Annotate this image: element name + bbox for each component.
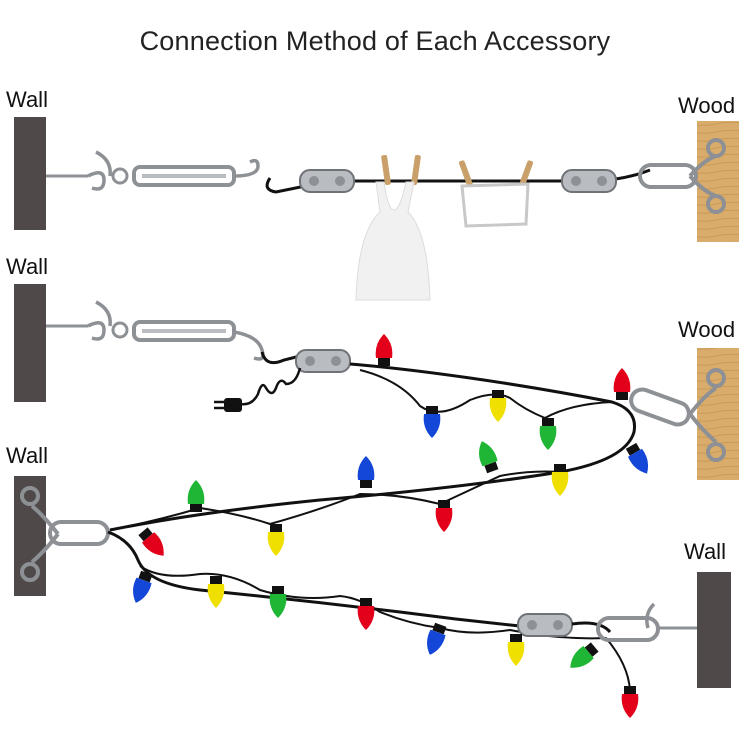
- turnbuckle-icon: [111, 320, 265, 361]
- string-lights-mid-wave: [109, 470, 561, 531]
- label-wall-3: Wall: [6, 443, 48, 468]
- carabiner-icon: [638, 163, 698, 189]
- light-bulb-icon: [613, 368, 631, 400]
- diagram-title: Connection Method of Each Accessory: [139, 26, 611, 56]
- light-bulb-icon: [375, 334, 393, 366]
- light-bulb-icon: [489, 390, 507, 422]
- light-bulb-icon: [479, 441, 499, 474]
- label-wall-1: Wall: [6, 87, 48, 112]
- label-wall-4: Wall: [684, 539, 726, 564]
- wall-panel-3: [14, 476, 46, 596]
- eye-bolt-icon: [20, 486, 60, 582]
- screw-hook-icon: [46, 300, 112, 341]
- light-bulb-icon: [269, 586, 287, 618]
- light-bulb-icon: [423, 406, 441, 438]
- clothespin-icon: [381, 154, 391, 186]
- light-bulb-icon: [551, 464, 569, 496]
- light-bulb-icon: [625, 442, 649, 474]
- turnbuckle-icon: [111, 158, 260, 187]
- tank-top-icon: [355, 181, 431, 301]
- cable-row-2-loop: [260, 351, 301, 365]
- clothespin-icon: [518, 160, 534, 188]
- wire-rope-clip-icon: [517, 613, 573, 637]
- light-bulb-icon: [207, 576, 225, 608]
- wire-rope-clip-icon: [561, 169, 617, 193]
- power-plug-icon: [214, 398, 242, 412]
- screw-hook-icon: [645, 602, 697, 630]
- wall-panel-1: [14, 117, 46, 230]
- light-bulb-icon: [427, 622, 447, 655]
- power-cord: [239, 367, 302, 406]
- light-bulb-icon: [138, 527, 164, 556]
- carabiner-icon: [629, 387, 691, 427]
- towel-icon: [460, 182, 530, 228]
- light-bulb-icon: [357, 456, 375, 488]
- eye-bolt-icon: [688, 138, 726, 214]
- cable-row-3-end: [571, 621, 612, 634]
- light-bulb-icon: [570, 642, 599, 668]
- wall-panel-2: [14, 284, 46, 402]
- label-wall-2: Wall: [6, 254, 48, 279]
- light-bulb-icon: [357, 598, 375, 630]
- wall-panel-4: [697, 572, 731, 688]
- light-bulb-icon: [187, 480, 205, 512]
- light-bulb-icon: [435, 500, 453, 532]
- string-lights-lower: [107, 530, 521, 628]
- light-bulb-icon: [133, 570, 153, 603]
- wire-rope-clip-icon: [299, 169, 355, 193]
- cable-row-1: [265, 168, 651, 194]
- light-bulb-icon: [267, 524, 285, 556]
- wire-rope-clip-icon: [295, 349, 351, 373]
- light-bulb-icon: [507, 634, 525, 666]
- light-bulb-icon: [621, 686, 639, 718]
- light-bulb-icon: [539, 418, 557, 450]
- string-lights-lower-wave: [139, 565, 631, 691]
- eye-bolt-icon: [688, 368, 726, 462]
- screw-hook-icon: [46, 150, 112, 191]
- clothespin-icon: [411, 154, 421, 186]
- label-wood-1: Wood: [678, 93, 736, 118]
- clothespin-icon: [458, 160, 474, 188]
- string-lights-upper: [109, 362, 637, 532]
- label-wood-2: Wood: [678, 317, 736, 342]
- light-bulbs: [133, 334, 649, 718]
